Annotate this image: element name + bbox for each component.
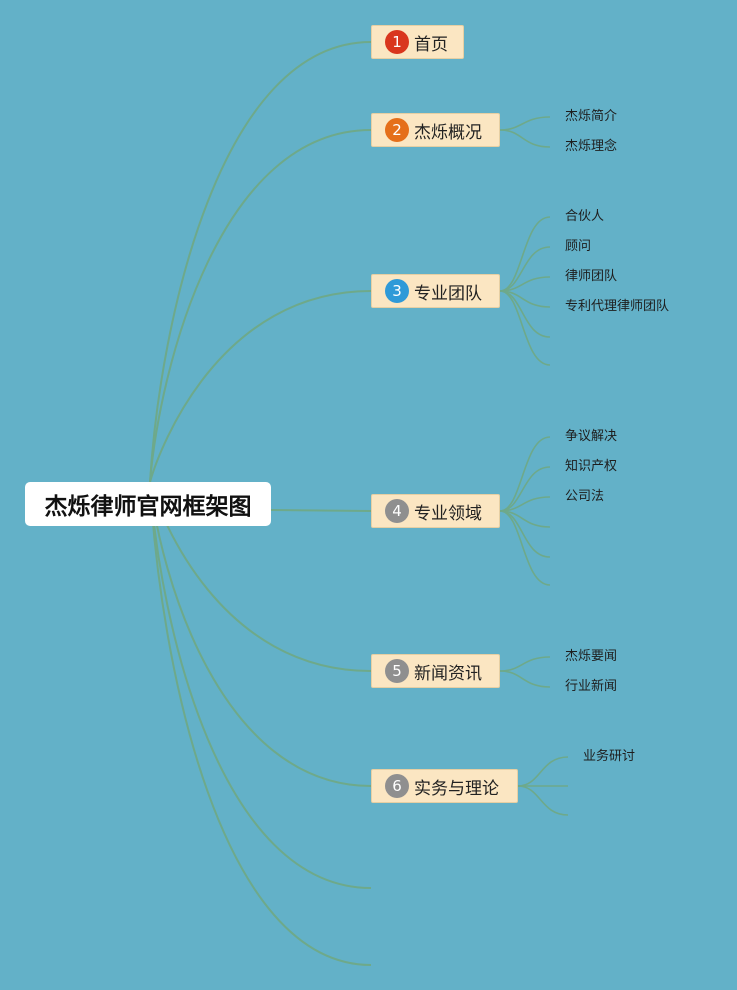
- branch-to-leaf-line: [499, 290, 551, 366]
- leaf-branch-lines: [499, 116, 569, 816]
- root-to-branch-line: [149, 41, 372, 483]
- branch-node-news[interactable]: 5 新闻资讯: [371, 654, 500, 688]
- leaf-node[interactable]: 杰烁简介: [565, 109, 618, 124]
- leaf-node[interactable]: 杰烁理念: [565, 139, 618, 154]
- branch-to-leaf-line: [499, 216, 551, 292]
- branch-to-leaf-line: [517, 785, 569, 816]
- number-badge-icon: 3: [385, 279, 409, 303]
- branch-to-leaf-line: [499, 656, 551, 672]
- branch-to-leaf-line: [499, 510, 551, 586]
- branch-to-leaf-line: [499, 466, 551, 512]
- root-to-branch-line: [270, 509, 372, 512]
- leaf-node[interactable]: 争议解决: [565, 429, 618, 444]
- root-to-branch-line: [149, 290, 372, 483]
- leaf-node[interactable]: 杰烁要闻: [565, 649, 618, 664]
- root-to-branch-line: [149, 481, 372, 966]
- branch-node-practice-theory[interactable]: 6 实务与理论: [371, 769, 518, 803]
- branch-to-leaf-line: [499, 436, 551, 512]
- leaf-node[interactable]: 业务研讨: [583, 749, 636, 764]
- leaf-node[interactable]: 知识产权: [565, 459, 618, 474]
- branch-node-team[interactable]: 3 专业团队: [371, 274, 500, 308]
- branch-to-leaf-line: [499, 670, 551, 688]
- number-badge-icon: 4: [385, 499, 409, 523]
- leaf-node[interactable]: 律师团队: [565, 269, 618, 284]
- number-badge-icon: 5: [385, 659, 409, 683]
- leaf-node[interactable]: 行业新闻: [565, 679, 618, 694]
- branch-label: 新闻资讯: [414, 663, 482, 684]
- branch-label: 专业领域: [414, 503, 482, 524]
- number-badge-icon: 1: [385, 30, 409, 54]
- leaf-node[interactable]: 合伙人: [565, 209, 605, 224]
- branch-label: 实务与理论: [414, 778, 499, 799]
- leaf-node[interactable]: 顾问: [565, 239, 592, 254]
- branch-to-leaf-line: [499, 246, 551, 292]
- branch-to-leaf-line: [499, 129, 551, 148]
- number-badge-icon: 6: [385, 774, 409, 798]
- branch-to-leaf-line: [499, 510, 551, 558]
- branch-to-leaf-line: [499, 290, 551, 338]
- branch-to-leaf-line: [517, 756, 569, 787]
- leaf-node[interactable]: 公司法: [565, 489, 605, 504]
- leaf-node[interactable]: 专利代理律师团队: [565, 299, 670, 314]
- root-node[interactable]: 杰烁律师官网框架图: [25, 482, 271, 526]
- root-to-branch-line: [149, 481, 372, 787]
- number-badge-icon: 2: [385, 118, 409, 142]
- branch-node-home[interactable]: 1 首页: [371, 25, 464, 59]
- branch-label: 首页: [414, 34, 448, 55]
- branch-to-leaf-line: [499, 116, 551, 131]
- branch-label: 杰烁概况: [414, 122, 482, 143]
- root-to-branch-line: [149, 129, 372, 483]
- root-label: 杰烁律师官网框架图: [44, 494, 252, 520]
- branch-label: 专业团队: [414, 283, 482, 304]
- root-to-branch-line: [149, 481, 372, 889]
- branch-node-overview[interactable]: 2 杰烁概况: [371, 113, 500, 147]
- branch-node-practice-areas[interactable]: 4 专业领域: [371, 494, 500, 528]
